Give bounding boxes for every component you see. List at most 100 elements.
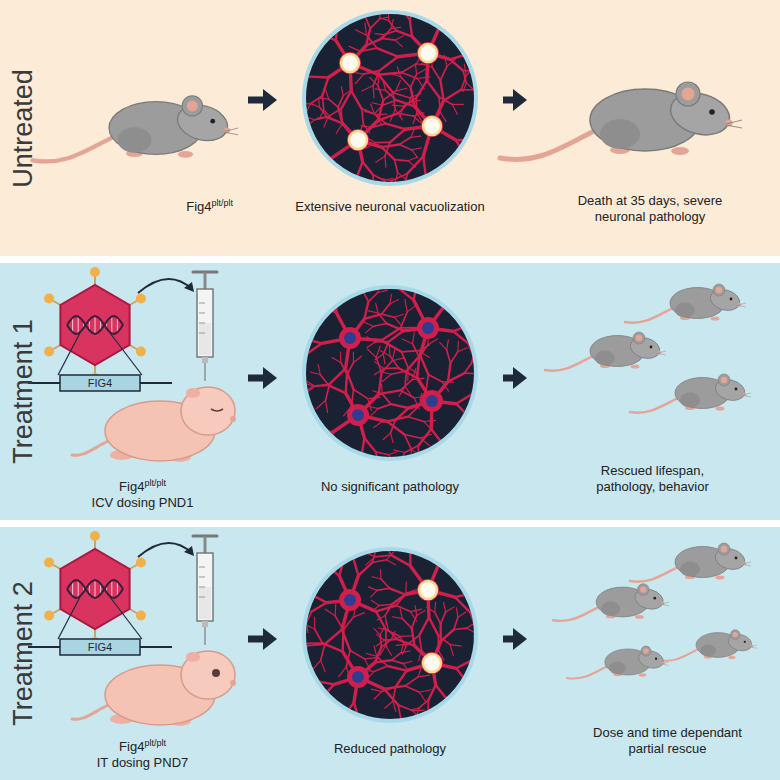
neuron-circle (346, 734, 354, 740)
neuron-circle (354, 285, 362, 290)
neuron-circle (380, 351, 390, 356)
neuron-circle (481, 420, 491, 422)
neuron-circle (376, 346, 380, 357)
neuron-circle (434, 527, 439, 529)
neuron-circle (412, 616, 417, 629)
gene-construct (28, 597, 172, 655)
neuron-circle (484, 326, 492, 333)
caption-block: Fig4plt/plt (186, 199, 233, 215)
neuron-circle (309, 289, 317, 303)
mouse-figure (721, 377, 728, 384)
neuron-circle (477, 303, 479, 313)
neuron-circle (383, 91, 396, 100)
neuron-circle (352, 409, 364, 421)
mouse-figure (630, 543, 751, 582)
flow-arrow (503, 367, 527, 389)
neuron-circle (290, 594, 299, 598)
caption-line: ICV dosing PND1 (92, 495, 194, 511)
neuron-circle (364, 438, 375, 452)
neuron-circle (305, 178, 321, 185)
neuron-circle (371, 600, 379, 605)
neuron-circle (310, 451, 325, 458)
neuron-circle (417, 357, 419, 377)
neuron-circle (411, 87, 415, 106)
neuron-circle (391, 420, 396, 433)
neuron-circle (294, 147, 309, 156)
mouse-figure (637, 584, 649, 596)
syringe (204, 363, 205, 381)
neuron-circle (400, 145, 412, 150)
gene-label: FIG4 (60, 375, 140, 391)
neuron-circle (343, 90, 350, 95)
neuron-circle (350, 534, 355, 543)
neuron-circle (366, 468, 374, 474)
neuron-circle (315, 117, 327, 120)
neuron-circle (310, 372, 320, 375)
neuron-circle (390, 588, 406, 594)
mouse-figure (726, 120, 742, 128)
neuron-circle (450, 645, 453, 656)
neuron-circle (475, 292, 484, 298)
neuron-circle (296, 57, 298, 67)
syringe (204, 272, 207, 289)
neuron-circle (419, 617, 429, 635)
neuron-circle (382, 374, 391, 381)
neuron-circle (422, 322, 434, 334)
neuron-circle (377, 48, 398, 57)
neuron-circle (412, 263, 418, 277)
neuron-circle (378, 74, 379, 85)
neuron-circle (411, 74, 417, 87)
neuron-circle (471, 325, 485, 327)
neuron-circle (371, 590, 378, 597)
neuron-circle (379, 628, 389, 630)
mouse-pup (211, 409, 223, 411)
neuron-circle (378, 313, 387, 324)
neuron-circle (417, 69, 426, 74)
arrow-shaft (503, 97, 514, 104)
neuron-circle (459, 0, 467, 13)
mouse-figure (601, 602, 620, 616)
neuron-circle (417, 610, 425, 615)
neuron-circle (481, 345, 489, 352)
neuron-circle (355, 30, 366, 35)
neuron-circle (375, 89, 386, 91)
mouse-figure (210, 119, 215, 124)
neuron-circle (309, 278, 310, 290)
neuron-circle (420, 692, 426, 702)
flow-arrow (503, 628, 527, 650)
gene-construct (28, 333, 172, 391)
neuron-circle (321, 644, 325, 660)
neuron-circle (439, 555, 457, 565)
neuron-circle (370, 19, 379, 28)
mouse-figure (500, 82, 742, 159)
neuron-circle (449, 710, 455, 717)
caption-text: Death at 35 days, severe neuronal pathol… (578, 193, 723, 224)
neuron-circle (419, 429, 432, 446)
neuron-circle (370, 78, 378, 86)
neuron-circle (490, 597, 499, 604)
neuron-circle (374, 646, 377, 656)
neuron-circle (385, 142, 390, 156)
neuron-circle (399, 368, 417, 378)
gene-construct (110, 333, 142, 375)
mouse-figure (640, 586, 646, 592)
neuron-circle (440, 80, 443, 100)
neuron-circle (291, 612, 299, 617)
neuron-circle (386, 90, 397, 100)
neuron-circle (488, 118, 491, 129)
neuron-circle (412, 628, 415, 646)
mouse-figure (567, 646, 669, 679)
neuron-circle (432, 67, 440, 80)
stage-box: Extensive neuronal vacuolization (280, 8, 500, 215)
neuron-circle (401, 527, 403, 530)
arrow-head (263, 367, 277, 389)
mouse-figure (553, 606, 601, 621)
neuron-circle (398, 705, 401, 720)
aav-virus (95, 580, 96, 598)
neuron-circle (437, 0, 445, 3)
neuron-circle (432, 269, 441, 275)
neuron-circle (278, 341, 285, 350)
caption-block: Extensive neuronal vacuolization (295, 199, 484, 215)
neuron-circle (424, 527, 425, 531)
